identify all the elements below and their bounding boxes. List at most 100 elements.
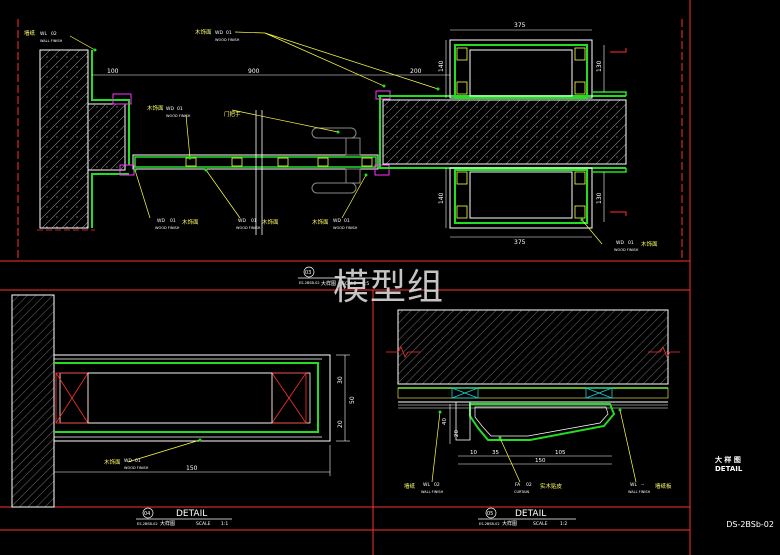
view-name: 大样图 — [502, 520, 517, 527]
dim-140-top: 140 — [438, 60, 445, 72]
callout-finish: WALL FINISH — [421, 490, 444, 494]
callout-label: 实木贴皮 — [540, 482, 563, 490]
callout-finish: WALL FINISH — [40, 39, 63, 43]
view-scale: 1:1 — [221, 521, 228, 527]
watermark: 模型组 — [333, 267, 445, 308]
dim-375-bottom: 375 — [514, 239, 526, 246]
callout-finish: CURTAIN — [514, 490, 529, 494]
callout-label: 木饰面 — [641, 240, 658, 248]
dim-150: 150 — [186, 465, 198, 472]
dim-900: 900 — [248, 68, 260, 75]
view-sheet-ref: ES-2BSB-02 — [137, 522, 158, 526]
sheet-number: DS-2BSb-02 — [726, 520, 774, 529]
callout-code: WD — [215, 30, 223, 36]
dim-375-top: 375 — [514, 22, 526, 29]
dim-30: 30 — [337, 376, 344, 384]
callout-label: 墙纸板 — [655, 482, 672, 490]
callout-label: 木饰面 — [262, 218, 279, 226]
callout-code: WL — [630, 482, 637, 488]
callout-num: 01 — [344, 218, 350, 224]
callout-num: -- — [641, 483, 645, 488]
view-name: 大样图 — [160, 520, 175, 527]
left-wall-hatch — [11, 294, 55, 508]
detail-label: DETAIL — [515, 509, 546, 519]
dim-140-bottom: 140 — [438, 192, 445, 204]
callout-code: WL — [423, 482, 430, 488]
callout-finish: WOOD FINISH — [155, 226, 180, 230]
callout-num: 01 — [251, 218, 257, 224]
callout-num: 01 — [170, 218, 176, 224]
ceiling-slab — [397, 309, 669, 385]
lower-box — [449, 167, 593, 229]
right-wall — [382, 99, 627, 165]
scale-word: SCALE — [342, 281, 357, 287]
dim-50: 50 — [349, 396, 356, 404]
view-sheet-ref: ES-2BSB-02 — [299, 281, 320, 285]
view-sheet-ref: ES-2BSB-02 — [479, 522, 500, 526]
callout-num: 01 — [177, 106, 183, 112]
callout-num: 02 — [51, 31, 57, 37]
callout-label: 木饰面 — [195, 28, 212, 36]
curtain-box — [469, 403, 616, 441]
view-name: 大样图 — [321, 280, 336, 287]
dim-150: 150 — [535, 458, 546, 464]
callout-finish: WALL FINISH — [628, 490, 651, 494]
upper-box — [449, 39, 593, 99]
dim-35: 35 — [492, 450, 499, 456]
callout-finish: WOOD FINISH — [124, 466, 149, 470]
scale-word: SCALE — [533, 521, 548, 527]
callout-num: 01 — [628, 240, 634, 246]
callout-num: 02 — [434, 482, 440, 488]
callout-label: 门把手 — [224, 110, 241, 118]
view-scale: 1:2 — [560, 521, 567, 527]
callout-code: WL — [40, 31, 47, 37]
door-leaf — [132, 154, 379, 170]
dim-130-top: 130 — [596, 60, 603, 72]
callout-finish: WOOD FINISH — [236, 226, 261, 230]
side-title-block: 大 样 图 DETAIL — [715, 456, 742, 474]
section-detail-05: 10 35 105 150 40 20 墙纸 WL 02 WALL FINISH… — [386, 309, 680, 527]
callout-code: WD — [333, 218, 341, 224]
dim-20: 20 — [337, 420, 344, 428]
callout-finish: WOOD FINISH — [215, 38, 240, 42]
plan-detail-03: 100 900 200 375 375 140 140 130 130 墙纸 W… — [24, 22, 658, 287]
callout-label: 木饰面 — [147, 104, 164, 112]
callout-code: WD — [124, 458, 132, 464]
callout-finish: WOOD FINISH — [333, 226, 358, 230]
dim-40: 40 — [442, 418, 448, 425]
callout-finish: WOOD FINISH — [614, 248, 639, 252]
callout-code: FA — [515, 482, 521, 488]
callout-code: WD — [166, 106, 174, 112]
callout-code: WD — [616, 240, 624, 246]
door-handle — [311, 127, 361, 194]
view-number: 03 — [305, 270, 311, 276]
dim-200: 200 — [410, 68, 422, 75]
dim-105: 105 — [555, 450, 566, 456]
view-number: 04 — [144, 511, 150, 517]
view-number: 05 — [487, 511, 493, 517]
callout-label: 墙纸 — [404, 482, 416, 490]
callout-num: 01 — [226, 30, 232, 36]
view-scale: 1:5 — [362, 281, 369, 287]
dim-10: 10 — [470, 450, 477, 456]
callout-label: 木饰面 — [104, 458, 121, 466]
callout-label: 木饰面 — [182, 218, 199, 226]
dim-100: 100 — [107, 68, 119, 75]
side-title-cn: 大 样 图 — [715, 456, 741, 464]
left-wall — [39, 49, 89, 229]
callout-finish: WOOD FINISH — [166, 114, 191, 118]
dim-130-bottom: 130 — [596, 192, 603, 204]
callout-num: 01 — [135, 458, 141, 464]
frame-lines — [0, 0, 691, 555]
callout-label: 木饰面 — [312, 218, 329, 226]
detail-label: DETAIL — [176, 509, 207, 519]
callout-num: 02 — [526, 482, 532, 488]
callout-code: WD — [157, 218, 165, 224]
side-title-en: DETAIL — [715, 465, 743, 473]
dim-20: 20 — [454, 430, 460, 437]
section-detail-04: 30 50 20 150 木饰面 WD 01 WOOD FINISH 04 DE… — [11, 294, 356, 527]
callout-code: WD — [238, 218, 246, 224]
callout-label: 墙纸 — [24, 29, 36, 37]
